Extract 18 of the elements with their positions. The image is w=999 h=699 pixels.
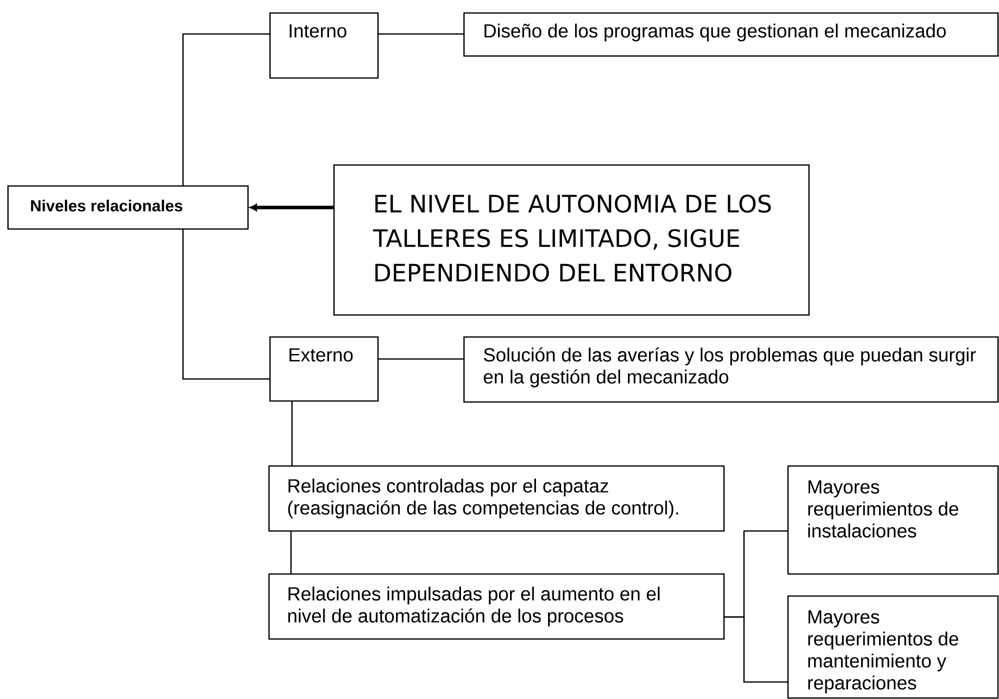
connector-line [724, 616, 788, 683]
connector-line [378, 33, 464, 35]
connector-line [291, 401, 293, 466]
text-box: Mayores requerimientos de instalaciones [787, 465, 999, 575]
arrow [250, 204, 334, 212]
text-box: Relaciones controladas por el capataz (reasignación de las competencias de control). [268, 465, 725, 532]
text-box: Interno [269, 12, 379, 79]
text-box: Mayores requerimientos de mantenimiento y reparaciones [787, 595, 999, 699]
connector-line [182, 33, 270, 186]
text-box: Diseño de los programas que gestionan el mecanizado [463, 12, 999, 57]
text-box: Externo [269, 336, 379, 402]
text-box: Solución de las averías y los problemas que puedan surgir en la gestión del mecanizado [463, 336, 999, 403]
connector-line [378, 358, 464, 360]
text-box: EL NIVEL DE AUTONOMIA DE LOS TALLERES ES LIMITADO, SIGUE DEPENDIENDO DEL ENTORNO [333, 164, 810, 316]
text-box: Niveles relacionales [7, 185, 249, 230]
text-box: Relaciones impulsadas por el aumento en el nivel de automatización de los procesos [268, 573, 725, 640]
connector-line [182, 229, 270, 380]
connector-line [290, 531, 292, 574]
